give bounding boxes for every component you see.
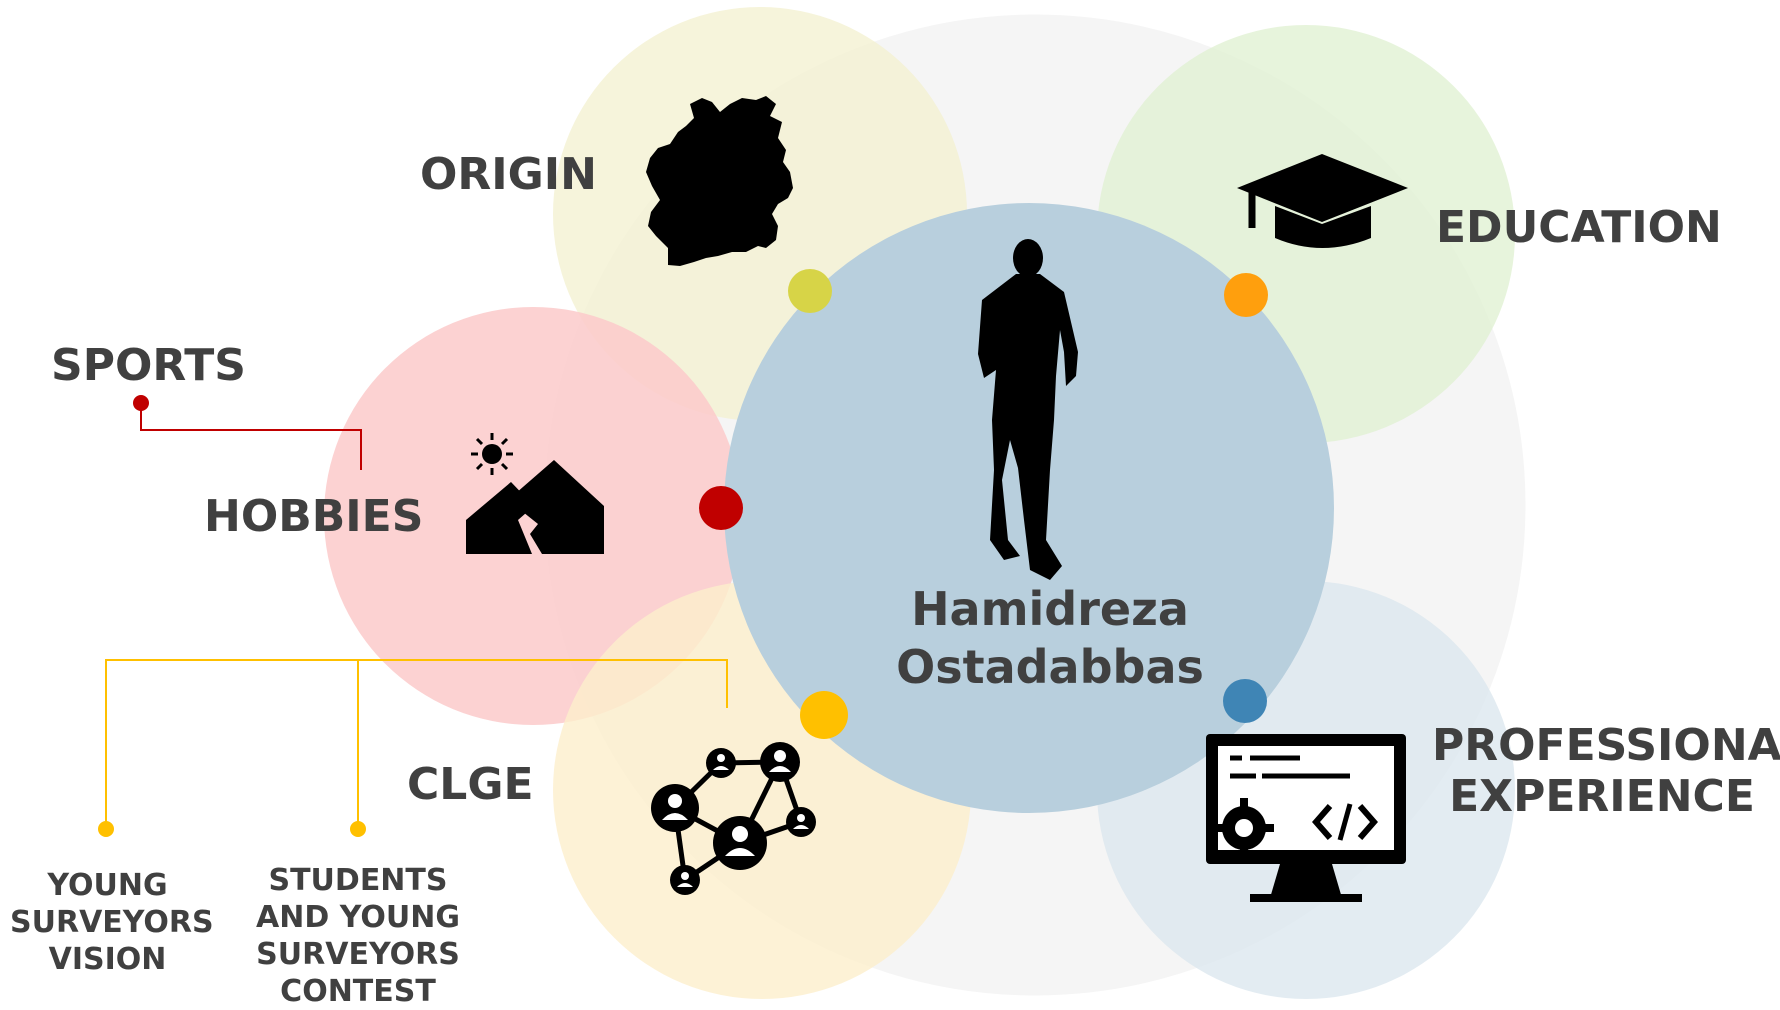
person-name: Hamidreza Ostadabbas [870,580,1230,696]
education-dot [1224,273,1268,317]
origin-dot [788,269,832,313]
graduation-cap-icon [1237,154,1408,248]
origin-label: ORIGIN [420,149,597,200]
students-contest-dot [350,821,366,837]
professional-dot [1223,679,1267,723]
hobbies-label: HOBBIES [204,491,424,542]
person-last-name: Ostadabbas [896,640,1204,694]
clge-connector [98,659,728,837]
professional-label-line2: EXPERIENCE [1449,771,1755,822]
students-contest-label: STUDENTS AND YOUNG SURVEYORS CONTEST [256,863,460,1009]
monitor-code-icon [1206,734,1406,902]
network-people-icon [651,742,816,895]
clge-dot [800,691,848,739]
sports-label: SPORTS [51,340,246,391]
professional-label-line1: PROFESSIONAL [1432,720,1780,771]
sports-dot [133,395,149,411]
young-surveyors-vision-dot [98,821,114,837]
hobbies-dot [699,486,743,530]
person-first-name: Hamidreza [911,582,1189,636]
sports-connector [133,395,362,470]
mountain-sun-icon [466,433,604,554]
germany-map-icon [646,96,793,266]
person-silhouette-icon [978,239,1078,580]
education-label: EDUCATION [1436,202,1722,253]
young-surveyors-vision-label: YOUNG SURVEYORS VISION [10,868,214,977]
clge-label: CLGE [407,759,534,810]
professional-experience-label: PROFESSIONAL EXPERIENCE [1432,720,1780,822]
